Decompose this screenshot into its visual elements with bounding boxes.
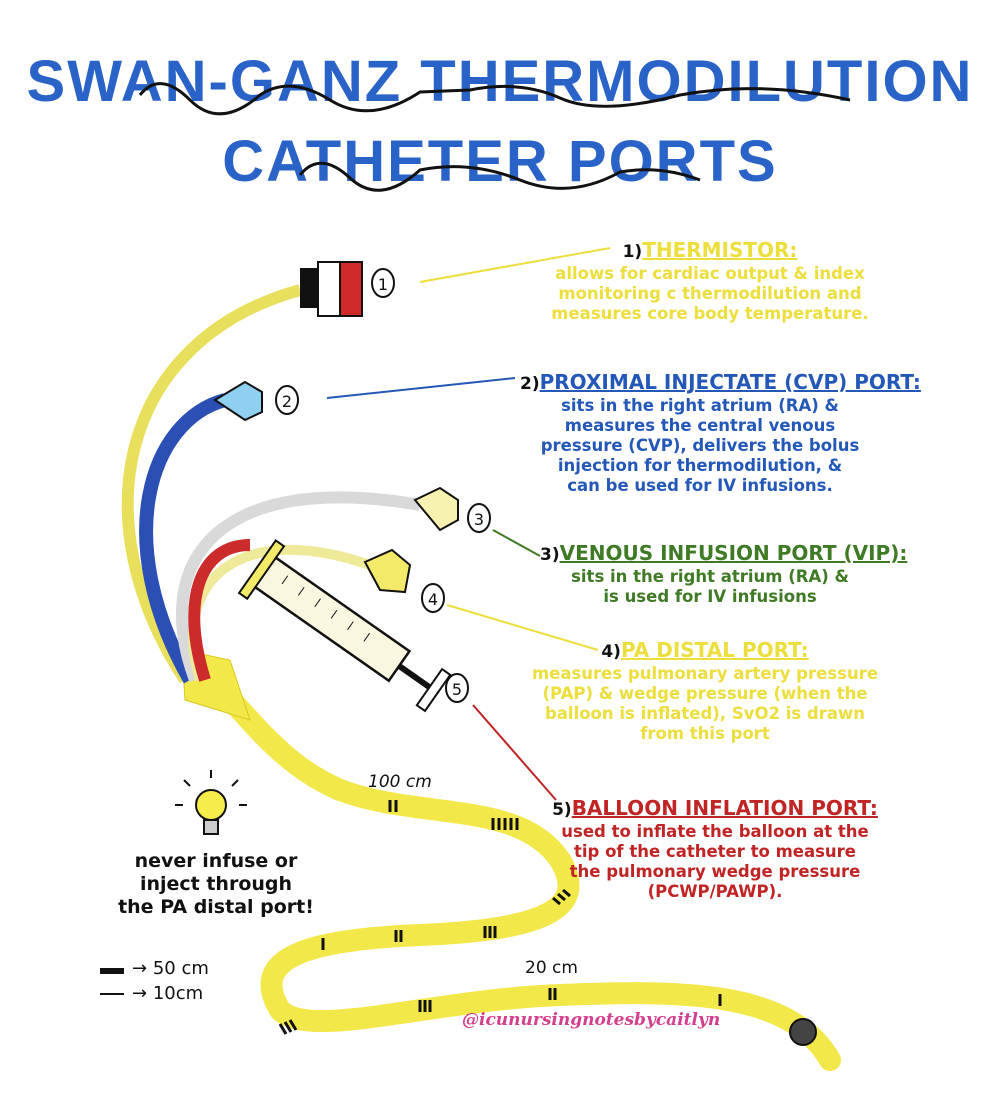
thermistor-connector-icon <box>300 261 363 317</box>
proximal-lumen <box>139 393 228 684</box>
marker-3: 3 <box>467 503 491 533</box>
vip-lumen <box>175 491 422 683</box>
port-pa-distal: 4)PA DISTAL PORT: measures pulmonary art… <box>531 638 879 743</box>
marker-1: 1 <box>371 268 395 298</box>
marker-5: 5 <box>445 673 469 703</box>
balloon-tip-icon <box>789 1018 817 1046</box>
svg-text:3: 3 <box>474 510 484 529</box>
watermark: @icunursingnotesbycaitlyn <box>462 1010 721 1030</box>
title-scribble <box>138 82 851 192</box>
leader-line-5 <box>472 704 557 801</box>
label-100cm: 100 cm <box>368 772 432 792</box>
svg-text:5: 5 <box>452 680 462 699</box>
balloon-lumen <box>188 539 251 682</box>
svg-text:2: 2 <box>282 392 292 411</box>
vip-hub-icon <box>413 486 459 532</box>
legend-thick-mark <box>100 968 124 974</box>
port-venous-infusion: 3)VENOUS INFUSION PORT (VIP): sits in th… <box>540 541 908 606</box>
leader-line-3 <box>492 529 541 557</box>
lightbulb-icon <box>175 770 247 835</box>
thermistor-lumen <box>121 284 302 684</box>
warning-note: never infuse or inject through the PA di… <box>118 850 314 918</box>
svg-text:4: 4 <box>428 590 438 609</box>
title-line-1: SWAN-GANZ THERMODILUTION <box>26 49 974 114</box>
proximal-hub-icon <box>213 380 263 422</box>
syringe-icon <box>237 539 452 713</box>
port-thermistor: 1)THERMISTOR: allows for cardiac output … <box>551 238 869 323</box>
svg-text:1: 1 <box>378 275 388 294</box>
port-balloon-inflation: 5)BALLOON INFLATION PORT: used to inflat… <box>552 796 878 901</box>
legend-50cm: → 50 cm <box>132 958 209 979</box>
label-20cm: 20 cm <box>525 958 578 978</box>
legend-10cm: → 10cm <box>132 983 204 1004</box>
leader-line-4 <box>446 604 599 651</box>
legend-thin-mark <box>100 993 124 995</box>
catheter-body <box>179 649 841 1071</box>
leader-line-1 <box>419 247 611 283</box>
leader-line-2 <box>326 377 516 399</box>
catheter-tick-marks <box>278 800 722 1035</box>
port-proximal-injectate: 2)PROXIMAL INJECTATE (CVP) PORT: sits in… <box>520 370 921 495</box>
marker-2: 2 <box>275 385 299 415</box>
pa-distal-hub-icon <box>363 548 412 594</box>
marker-4: 4 <box>421 583 445 613</box>
title-line-2: CATHETER PORTS <box>222 129 778 194</box>
